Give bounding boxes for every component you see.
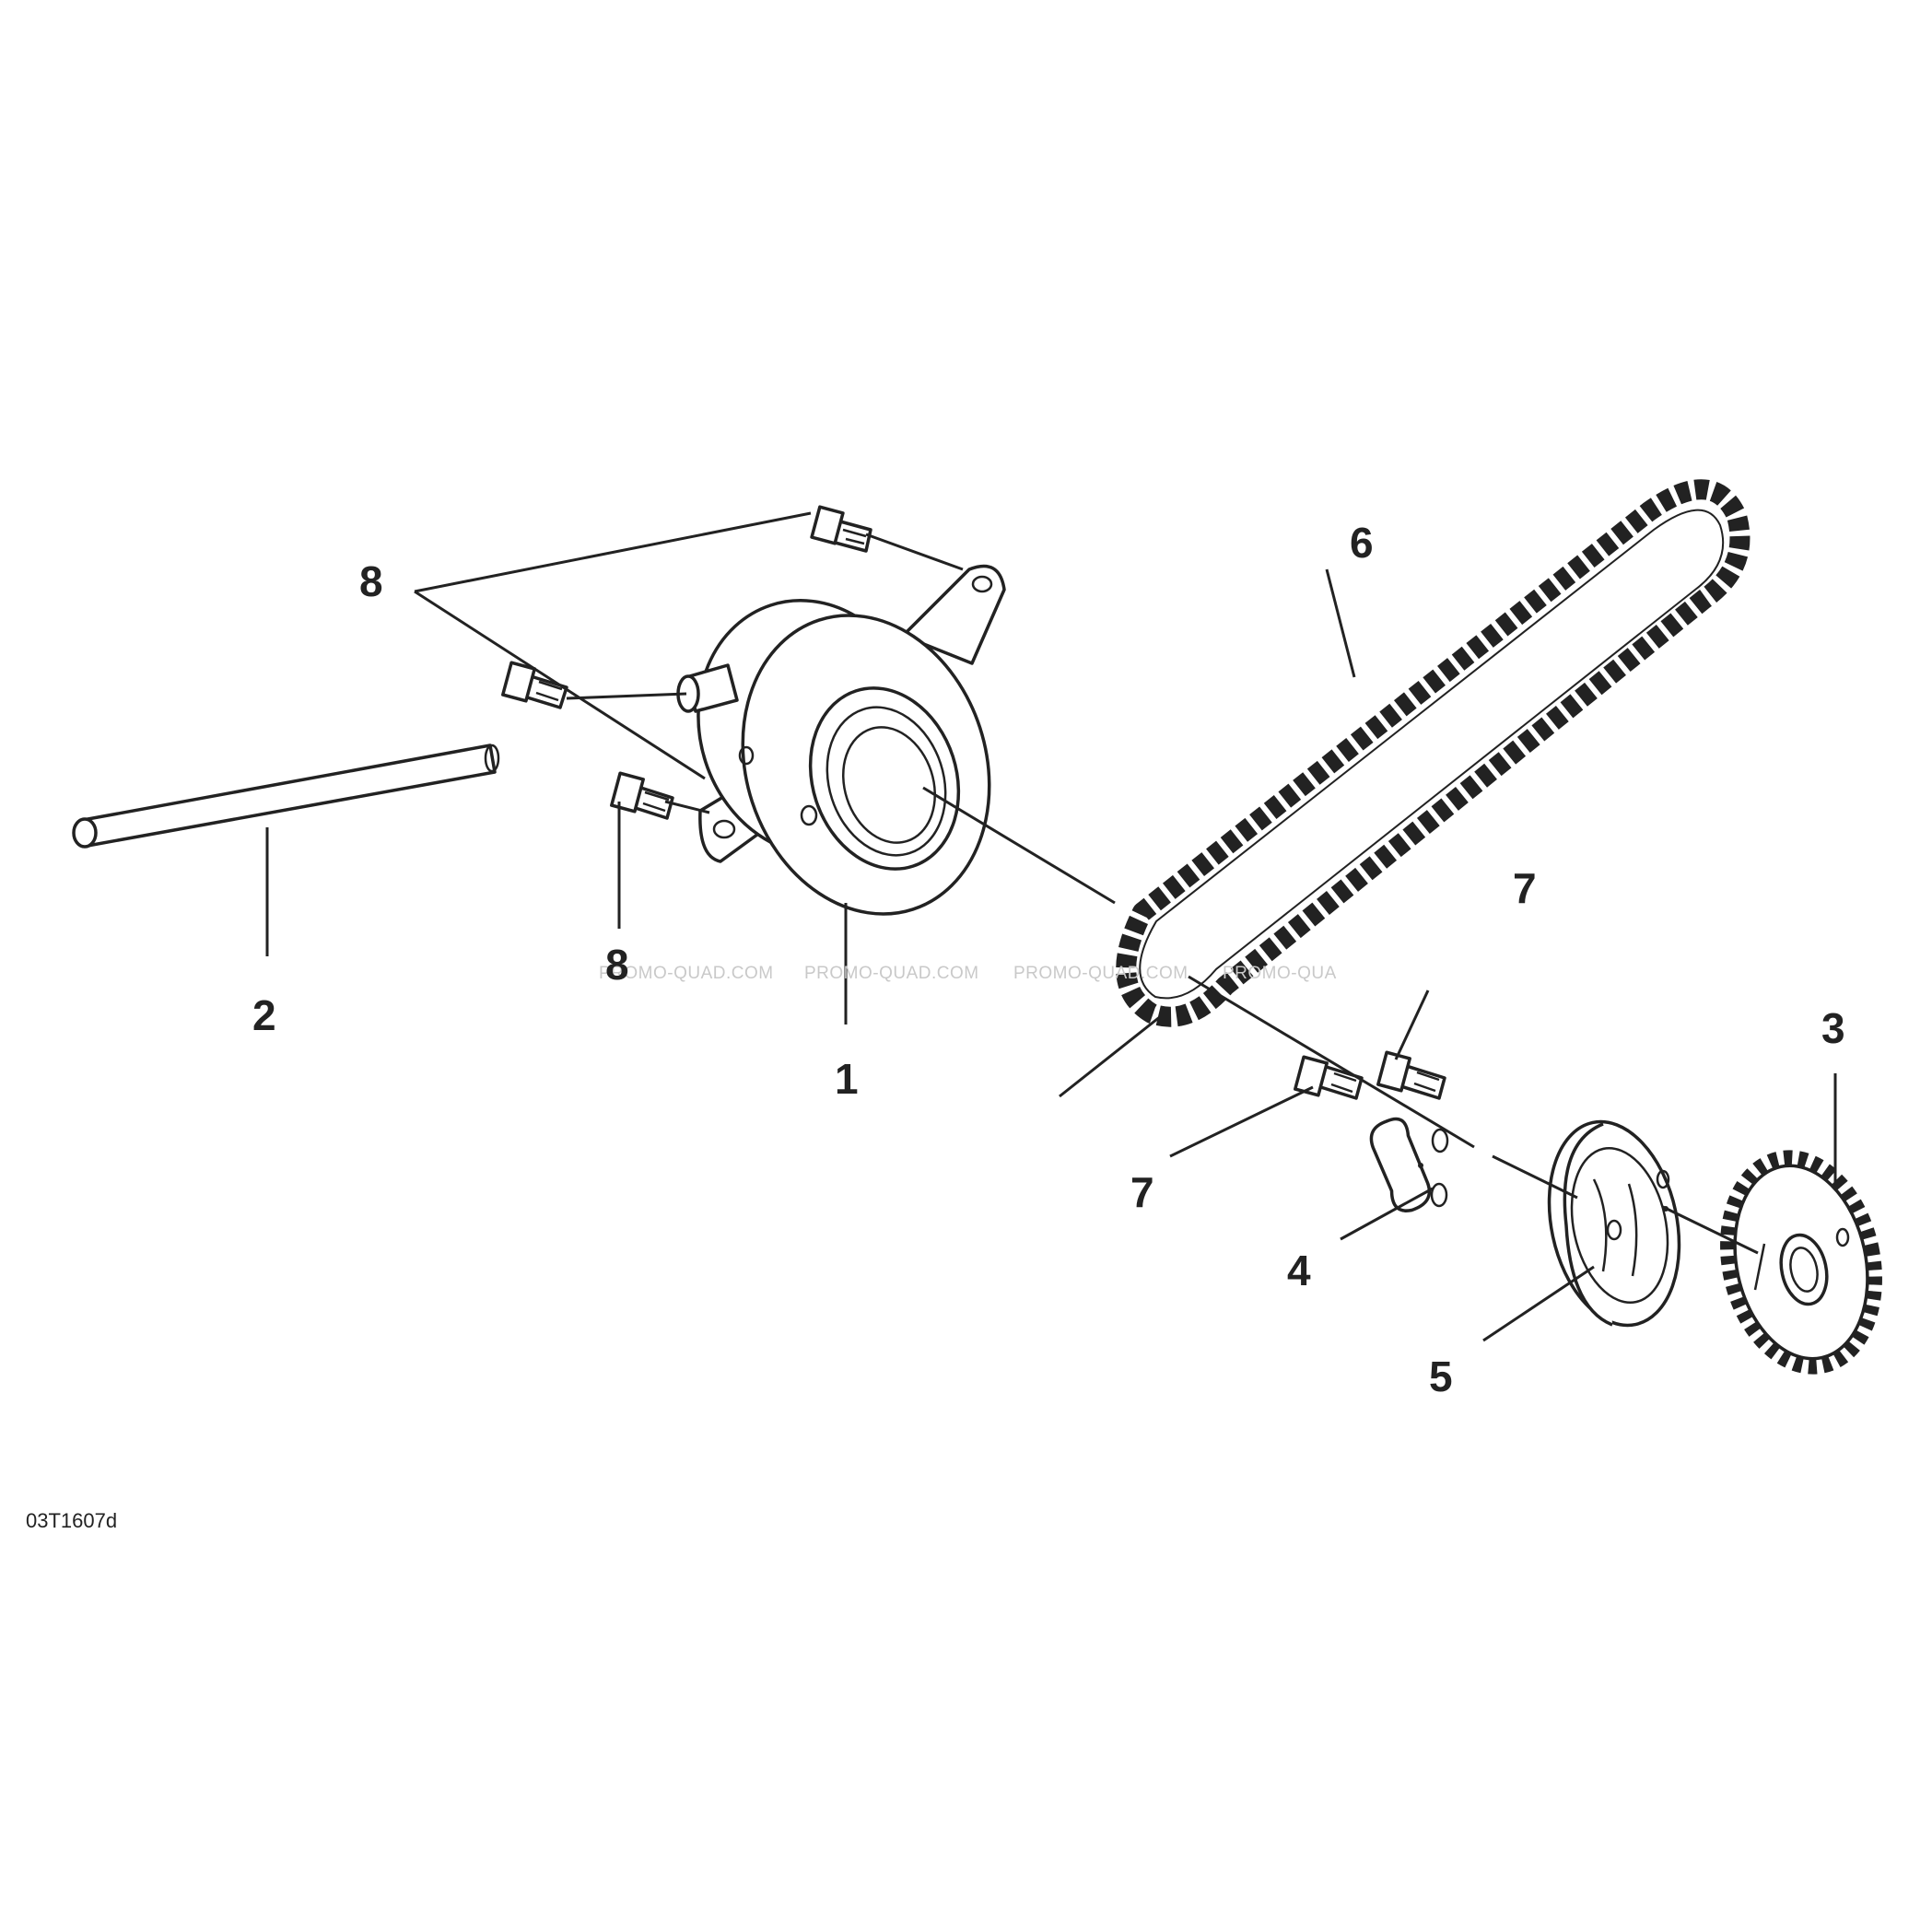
watermark-1: PROMO-QUAD.COM bbox=[599, 964, 774, 983]
watermark-2: PROMO-QUAD.COM bbox=[804, 964, 979, 983]
callouts: 1 2 3 4 5 6 7 7 8 8 bbox=[252, 519, 1845, 1400]
watermark-3: PROMO-QUAD.COM bbox=[1013, 964, 1188, 983]
callout-4: 4 bbox=[1287, 1247, 1311, 1294]
callout-5: 5 bbox=[1429, 1352, 1453, 1400]
watermark-4-partial: PROMO-QUA bbox=[1223, 964, 1337, 983]
part-bolt-8-mid bbox=[501, 661, 568, 709]
figure-reference: 03T1607d bbox=[26, 1509, 117, 1532]
callout-8-lower: 8 bbox=[605, 941, 629, 989]
part-shaft bbox=[72, 744, 500, 849]
part-bolt-8-top bbox=[810, 505, 872, 553]
callout-7-upper: 7 bbox=[1513, 864, 1537, 912]
part-chain bbox=[1116, 479, 1751, 1027]
callout-8-upper: 8 bbox=[359, 557, 383, 605]
part-hub bbox=[1547, 1119, 1681, 1328]
callout-3: 3 bbox=[1821, 1004, 1845, 1052]
part-housing bbox=[676, 564, 1006, 916]
part-sprocket bbox=[1720, 1150, 1882, 1375]
part-bolt-7-upper bbox=[1376, 1050, 1446, 1100]
callout-6: 6 bbox=[1350, 519, 1374, 567]
part-gasket bbox=[1369, 1117, 1449, 1212]
leader-lines bbox=[265, 511, 1837, 1342]
callout-7-lower: 7 bbox=[1130, 1168, 1154, 1216]
watermark-row: PROMO-QUAD.COM PROMO-QUAD.COM PROMO-QUAD… bbox=[599, 964, 1337, 983]
callout-1: 1 bbox=[835, 1055, 859, 1103]
callout-2: 2 bbox=[252, 991, 276, 1039]
part-bolt-8-low bbox=[610, 771, 674, 820]
part-bolt-7-lower bbox=[1294, 1055, 1364, 1100]
